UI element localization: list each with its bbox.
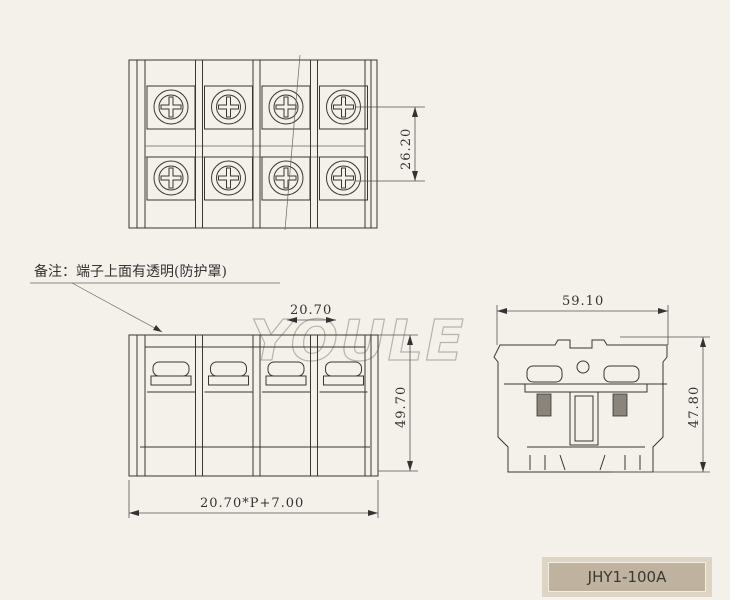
screw-head-inner	[216, 94, 241, 120]
dimension-pitch: 20.70	[287, 303, 336, 323]
screw-head-icon	[268, 160, 304, 196]
dimension-row-pitch: 26.20	[355, 106, 425, 182]
screw-head-side	[152, 361, 190, 377]
dim-26-20: 26.20	[399, 128, 414, 170]
screw-head-icon	[153, 89, 189, 125]
washer	[323, 375, 364, 386]
screw-head-icon	[211, 160, 246, 196]
dimension-side-height: 47.80	[610, 336, 710, 473]
top-view	[128, 59, 378, 229]
dim-59-10: 59.10	[562, 294, 604, 309]
screw-head-inner	[158, 165, 184, 191]
screw-head-icon	[268, 89, 304, 125]
cross-slot-icon	[218, 96, 239, 118]
screw-head-icon	[326, 160, 361, 196]
screw-head-inner	[273, 94, 299, 120]
cross-slot-icon	[160, 167, 182, 189]
terminal-box	[319, 85, 368, 130]
washer	[208, 375, 249, 386]
cross-slot-icon	[275, 96, 297, 118]
dimension-side-width: 59.10	[496, 294, 669, 345]
washer	[265, 375, 307, 386]
side-view	[493, 339, 668, 473]
screw-head-inner	[331, 94, 356, 120]
screw-head-icon	[153, 160, 189, 196]
model-label: JHY1-100A	[548, 562, 706, 592]
screw-head-inner	[331, 165, 356, 191]
dim-47-80: 47.80	[687, 386, 702, 428]
front-view	[128, 334, 379, 477]
screw-head-inner	[216, 165, 241, 191]
screw-head-inner	[158, 94, 184, 120]
cross-slot-icon	[275, 167, 297, 189]
note-text: 备注：端子上面有透明(防护罩)	[34, 264, 227, 280]
model-label-frame: JHY1-100A	[542, 557, 712, 597]
washer	[150, 375, 192, 386]
terminal-box	[319, 156, 368, 201]
dimension-front-height: 49.70	[378, 334, 418, 472]
note-leader	[71, 282, 163, 333]
cross-slot-icon	[333, 167, 354, 189]
dim-20-70: 20.70	[290, 303, 332, 318]
dim-49-70: 49.70	[394, 386, 409, 428]
cross-slot-icon	[333, 96, 354, 118]
screw-head-side	[210, 361, 247, 377]
screw-head-icon	[211, 89, 246, 125]
dimension-length: 20.70*P+7.00	[128, 480, 379, 518]
watermark: YOULE	[250, 309, 466, 374]
dim-length-formula: 20.70*P+7.00	[200, 496, 304, 511]
screw-head-inner	[273, 165, 299, 191]
cross-slot-icon	[218, 167, 239, 189]
leader-line-top	[284, 54, 301, 231]
cross-slot-icon	[160, 96, 182, 118]
